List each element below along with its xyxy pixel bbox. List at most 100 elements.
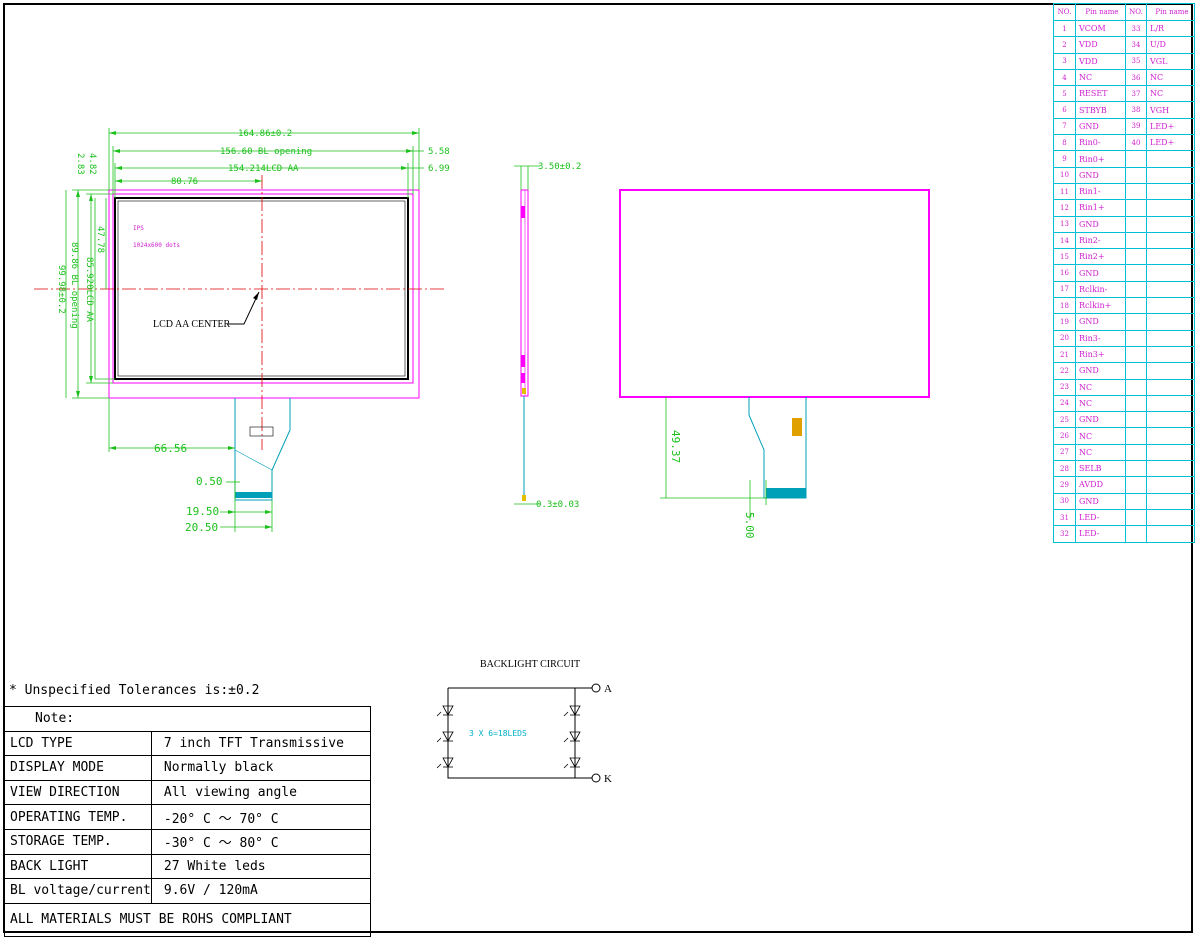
notes-key: VIEW DIRECTION [4,779,152,806]
pin-name [1146,150,1195,168]
pin-number: 39 [1125,117,1147,136]
dim-top-offset-1: 2.83 [75,153,85,175]
notes-row: OPERATING TEMP.-20° C ～ 70° C [4,804,371,830]
pin-number: 34 [1125,36,1147,54]
side-thickness: 3.50±0.2 [538,162,581,172]
pin-number [1125,297,1147,315]
pin-name: NC [1075,427,1126,445]
pin-name [1146,460,1195,478]
fpc-contacts [235,492,272,498]
pin-name: GND [1075,264,1126,282]
dim-half-height: 47.78 [95,226,105,253]
pin-number: 20 [1053,329,1076,347]
cathode-label: K [604,773,612,785]
notes-value: All viewing angle [150,779,371,806]
pin-name [1146,329,1195,347]
notes-key: LCD TYPE [4,730,152,757]
pin-name: U/D [1146,36,1195,54]
pin-number [1125,280,1147,299]
pin-name [1146,394,1195,413]
pin-name [1146,427,1195,445]
pin-name: Rin1+ [1075,199,1126,217]
pin-number: 10 [1053,166,1076,184]
pin-name: VCOM [1075,19,1126,38]
pin-name [1146,508,1195,527]
pin-number: 3 [1053,52,1076,70]
dim-right-offset-1: 5.58 [428,147,450,157]
dim-overall-width: 164.86±0.2 [238,129,292,139]
notes-header-row: Note: [4,706,371,732]
pin-name: GND [1075,492,1126,510]
pin-number: 29 [1053,476,1076,494]
pin-name: LED+ [1146,134,1195,152]
pin-name: NC [1075,443,1126,462]
pin-number [1125,248,1147,266]
pin-table-header: NO. Pin name NO. Pin name [1053,3,1195,21]
aa-center-leader [228,291,260,325]
pin-name: Rclkin+ [1075,297,1126,315]
pin-number: 8 [1053,134,1076,152]
notes-key: STORAGE TEMP. [4,828,152,855]
pin-number [1125,150,1147,168]
notes-value: -30° C ～ 80° C [150,828,371,855]
notes-value: 9.6V / 120mA [150,878,371,904]
pin-number: 24 [1053,394,1076,413]
pin-number: 22 [1053,362,1076,380]
pin-number: 38 [1125,101,1147,119]
pin-number: 36 [1125,68,1147,87]
dim-fpc-w2: 20.50 [185,521,218,534]
pin-name: Rin2- [1075,231,1126,250]
pin-header-no-2: NO. [1125,3,1147,21]
pin-name [1146,313,1195,331]
pin-number: 16 [1053,264,1076,282]
pin-name [1146,411,1195,429]
pin-name: GND [1075,362,1126,380]
pin-name [1146,280,1195,299]
pin-name: GND [1075,313,1126,331]
pin-header-no: NO. [1053,3,1076,21]
pin-number: 26 [1053,427,1076,445]
notes-value: 27 White leds [150,853,371,880]
pin-name [1146,199,1195,217]
pin-name [1146,264,1195,282]
pin-name: GND [1075,117,1126,136]
dim-lcd-aa: 154.214LCD AA [228,164,299,174]
active-area-inner [117,200,406,377]
active-area [114,197,409,380]
notes-header: Note: [4,706,371,732]
aa-center-label: LCD AA CENTER [153,319,231,330]
pin-number: 12 [1053,199,1076,217]
pin-number: 31 [1053,508,1076,527]
backlight-circuit: BACKLIGHT CIRCUIT A K 3 X 6=18LEDS [436,659,612,785]
dim-bl-height: 89.86 BL opening [69,242,79,329]
back-fpc-offset: 5.00 [743,512,756,539]
pin-name: LED- [1075,508,1126,527]
pin-name: L/R [1146,19,1195,38]
notes-key: BACK LIGHT [4,853,152,880]
pin-name: Rclkin- [1075,280,1126,299]
notes-footer-row: ALL MATERIALS MUST BE ROHS COMPLIANT [4,902,371,937]
pin-name: LED+ [1146,117,1195,136]
pin-name: Rin0+ [1075,150,1126,168]
pin-number: 17 [1053,280,1076,299]
backlight-title: BACKLIGHT CIRCUIT [480,659,580,670]
pin-number [1125,231,1147,250]
pin-number: 21 [1053,345,1076,364]
